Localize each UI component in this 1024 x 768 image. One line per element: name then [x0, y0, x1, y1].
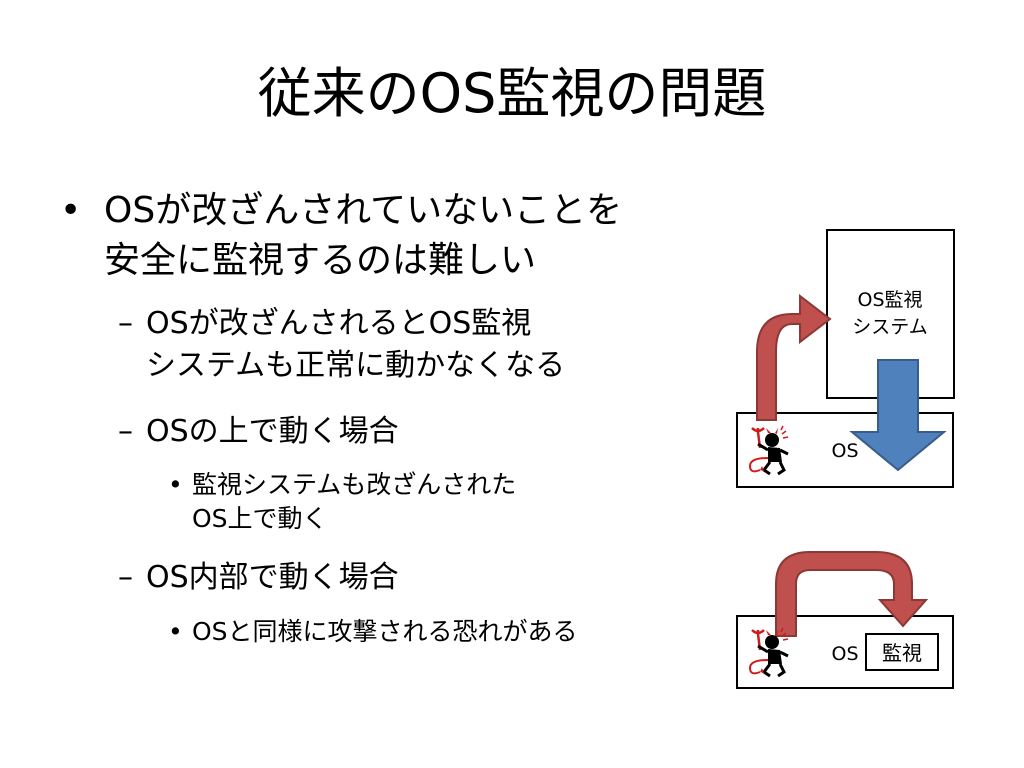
- bottom-diagram: 監視 OS: [736, 551, 954, 689]
- down-arrow-icon: [849, 359, 947, 472]
- bullet-mark: •: [60, 190, 82, 231]
- top-diagram: OS監視 システム OS: [736, 229, 955, 488]
- monitor-system-label-line2: システム: [852, 316, 927, 338]
- sub-bullet-text: OSの上で動く場合: [146, 414, 399, 449]
- bullet-mark: •: [168, 617, 183, 646]
- os-label: OS: [831, 643, 858, 665]
- monitor-label: 監視: [882, 641, 922, 665]
- sub-sub-bullet-text: OSと同様に攻撃される恐れがある: [192, 617, 578, 646]
- attack-arrow-icon: [775, 551, 929, 637]
- monitor-box: [865, 633, 939, 671]
- attack-arrow-icon: [756, 293, 832, 421]
- monitor-system-label-line1: OS監視: [857, 289, 922, 311]
- bullet-mark: •: [168, 470, 183, 499]
- sub-bullet-text: OS内部で動く場合: [146, 560, 399, 595]
- dash-mark: –: [118, 560, 133, 595]
- sub-bullet-text: OSが改ざんされるとOS監視 システムも正常に動かなくなる: [146, 306, 566, 383]
- os-label: OS: [831, 440, 858, 462]
- slide-title: 従来のOS監視の問題: [257, 62, 767, 125]
- bullet-text: OSが改ざんされていないことを 安全に監視するのは難しい: [104, 190, 623, 281]
- dash-mark: –: [118, 414, 133, 449]
- dash-mark: –: [118, 306, 133, 341]
- sub-sub-bullet-text: 監視システムも改ざんされた OS上で動く: [192, 470, 517, 533]
